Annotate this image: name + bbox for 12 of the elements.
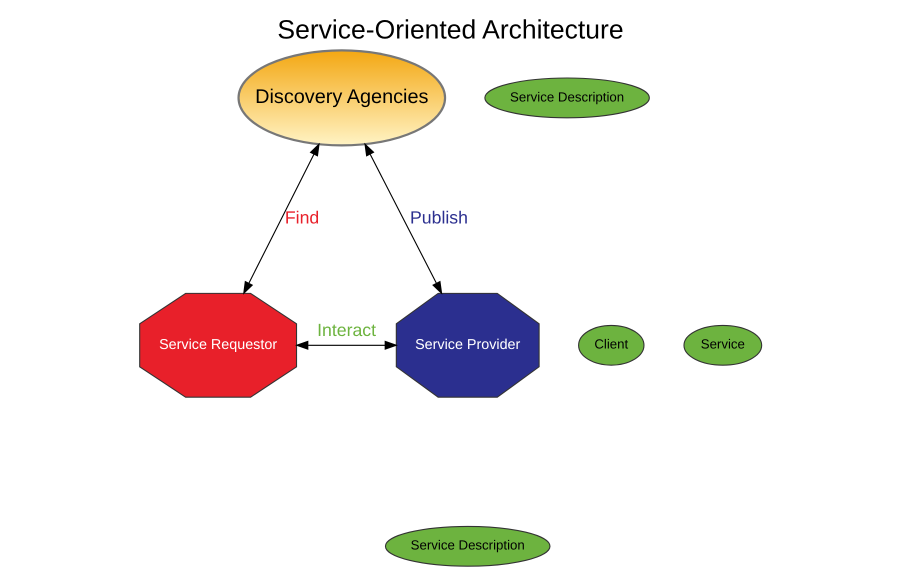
arrow (242, 142, 320, 295)
node-ellipse: Client (578, 324, 644, 366)
arrow (364, 142, 442, 295)
node-ellipse: Discovery Agencies (236, 49, 446, 146)
node-ellipse: Service Description (484, 77, 650, 118)
node-ellipse: Service Description (384, 526, 550, 567)
edge-label: Find (284, 208, 319, 228)
edge-label: Publish (410, 208, 468, 228)
arrow (294, 340, 398, 350)
node-ellipse: Service (682, 324, 762, 366)
edge-label: Interact (316, 320, 376, 340)
diagram-title: Service-Oriented Architecture (276, 14, 624, 44)
